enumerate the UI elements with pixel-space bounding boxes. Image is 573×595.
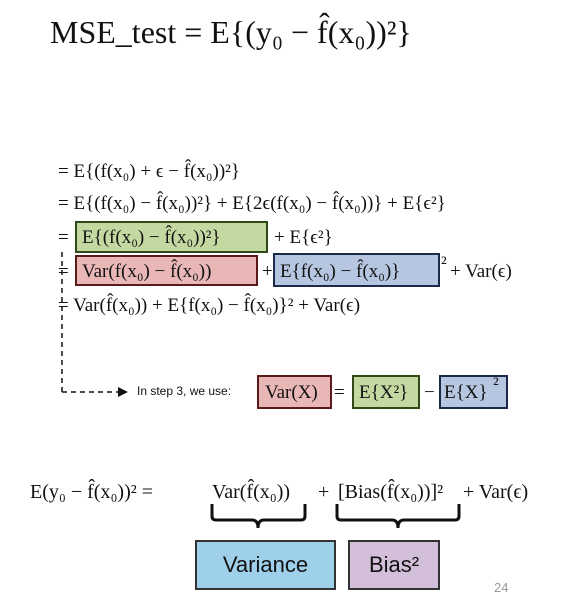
final-eq-plus: + xyxy=(318,481,330,503)
derivation-line-5: = Var(f̂(x₀)) + E{f(x₀) − f̂(x₀)}² + Var… xyxy=(58,295,361,316)
derivation-line-3-green-term: E{(f(x₀) − f̂(x₀))²} xyxy=(82,227,221,248)
derivation-line-4-plus: + xyxy=(262,261,273,282)
derivation-line-1: = E{(f(x₀) + ϵ − f̂(x₀))²} xyxy=(58,161,240,182)
derivation-line-4-rest: + Var(ϵ) xyxy=(450,261,512,282)
derivation-line-4-red-term: Var(f(x₀) − f̂(x₀)) xyxy=(82,261,212,282)
derivation-line-4-eq: = xyxy=(58,261,69,282)
blue-box-expectation-term xyxy=(273,253,440,287)
note-var-x: Var(X) xyxy=(265,382,318,403)
derivation-line-4-square: ² xyxy=(441,253,447,274)
final-eq-left: E(y₀ − f̂(x₀))² = xyxy=(30,481,154,503)
bias-brace-icon xyxy=(335,504,461,529)
note-minus: − xyxy=(424,382,435,403)
arrowhead-icon xyxy=(118,387,128,397)
bias-squared-label: Bias² xyxy=(348,540,440,590)
page-number: 24 xyxy=(494,580,509,595)
derivation-line-3-rest: + E{ϵ²} xyxy=(274,227,333,248)
red-box-variance-term xyxy=(75,255,258,286)
final-eq-bias: [Bias(f̂(x₀))]² xyxy=(338,481,444,503)
derivation-line-4-blue-term: E{f(x₀) − f̂(x₀)} xyxy=(280,261,401,282)
note-green-box xyxy=(352,375,420,409)
note-equals: = xyxy=(334,382,345,403)
note-square: ² xyxy=(493,374,499,395)
note-ex2: E{X²} xyxy=(359,382,409,403)
variance-brace-icon xyxy=(210,504,307,529)
note-red-box xyxy=(257,375,332,409)
step3-note-text: In step 3, we use: xyxy=(137,384,232,398)
final-eq-variance: Var(f̂(x₀)) xyxy=(212,481,291,503)
green-box-squared-bias-term xyxy=(75,221,268,253)
final-eq-rest: + Var(ϵ) xyxy=(463,481,529,503)
variance-label: Variance xyxy=(195,540,336,590)
mse-title-equation: MSE_test = E{(y₀ − f̂(x₀))²} xyxy=(50,14,412,50)
note-ex: E{X} xyxy=(444,382,488,403)
note-blue-box xyxy=(439,375,508,409)
derivation-line-2: = E{(f(x₀) − f̂(x₀))²} + E{2ϵ(f(x₀) − f̂… xyxy=(58,193,446,214)
derivation-line-3-eq: = xyxy=(58,227,69,248)
